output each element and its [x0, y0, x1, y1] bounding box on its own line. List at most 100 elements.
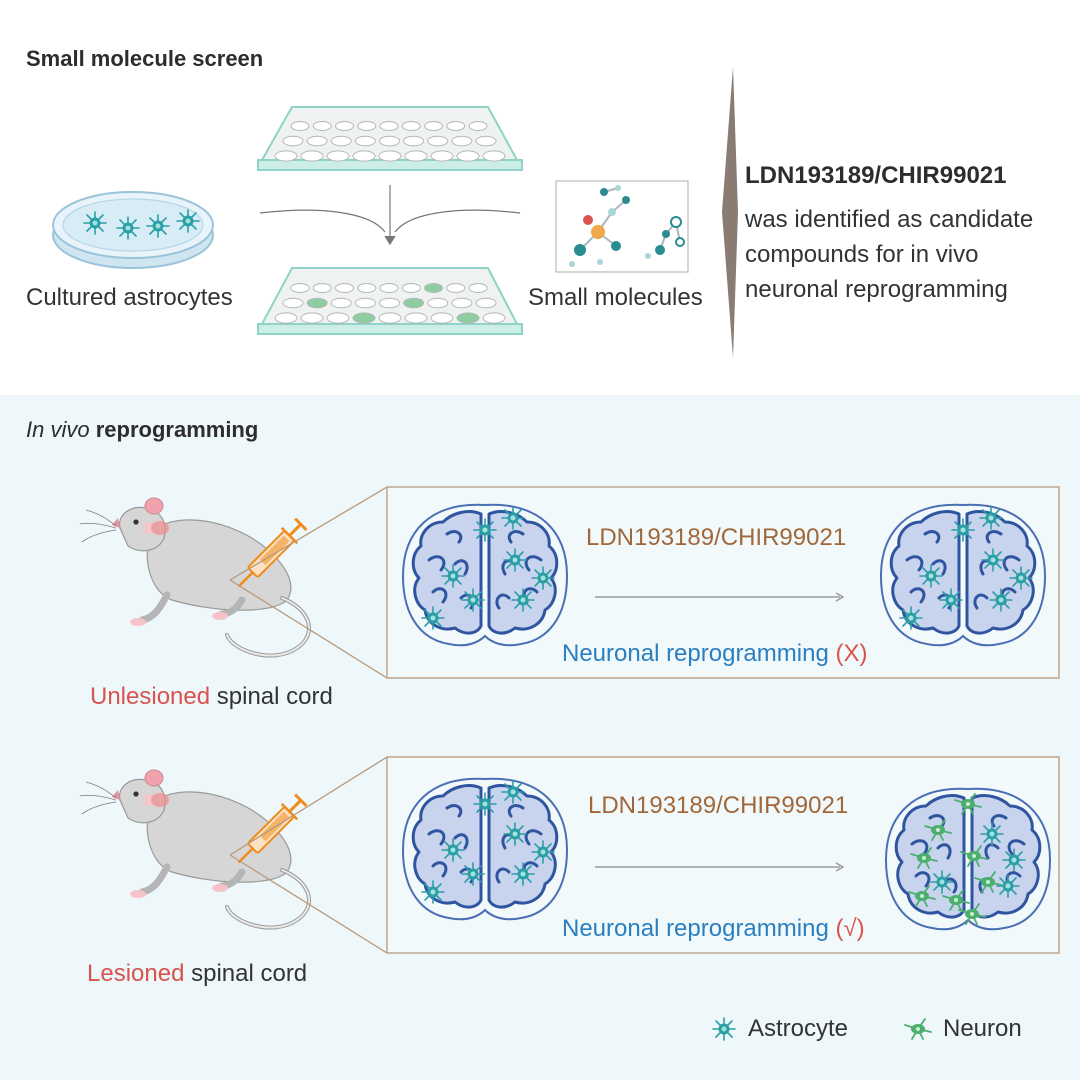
flow-arrows [259, 185, 521, 246]
zoom-lines [229, 756, 388, 954]
astrocytes-label: Cultured astrocytes [26, 284, 233, 311]
well [379, 297, 400, 309]
astrocyte-icon [989, 588, 1013, 612]
outcome-text: Neuronal reprogramming [562, 915, 829, 942]
well [274, 312, 298, 324]
well [378, 312, 402, 324]
well [456, 150, 480, 162]
astrocyte-icon [421, 880, 445, 904]
well [430, 312, 454, 324]
zoom-lines [229, 486, 388, 679]
astrocyte-icon [981, 548, 1005, 572]
outcome-text: Neuronal reprogramming [562, 640, 829, 667]
astrocyte-icon [441, 838, 465, 862]
bracket-divider [722, 67, 738, 358]
astrocyte-icon [461, 588, 485, 612]
well [468, 121, 488, 131]
petri-dish-icon [52, 191, 214, 269]
hit-well [306, 297, 328, 309]
astrocyte-icon [899, 606, 923, 630]
well [312, 121, 332, 131]
well [354, 297, 376, 309]
astrocyte-icon [501, 506, 525, 530]
well [468, 283, 488, 293]
well [379, 283, 399, 293]
section-title-screen: Small molecule screen [26, 46, 264, 71]
well-plate-hits-icon [257, 267, 523, 335]
astrocyte-icon [1002, 848, 1026, 872]
astrocyte-icon [919, 564, 943, 588]
astrocyte-icon [511, 862, 535, 886]
candidate-line: neuronal reprogramming [745, 276, 1008, 303]
hit-well [456, 312, 480, 324]
astrocyte-icon [473, 792, 497, 816]
astrocyte-icon [461, 862, 485, 886]
outcome-label: Neuronal reprogramming (X) [562, 640, 867, 668]
well [282, 135, 304, 147]
well [451, 135, 473, 147]
well [427, 297, 449, 309]
astrocyte-icon [1009, 566, 1033, 590]
well [446, 283, 466, 293]
candidate-compound: LDN193189/CHIR99021 [745, 162, 1007, 189]
mouse-unlesioned-icon [80, 498, 309, 656]
astrocyte-icon [980, 822, 1004, 846]
astrocyte-icon [146, 214, 170, 238]
mouse-lesioned-icon [80, 770, 309, 928]
well [300, 150, 324, 162]
well [290, 283, 310, 293]
well [274, 150, 298, 162]
astrocyte-icon [503, 822, 527, 846]
well [404, 150, 428, 162]
legend-astrocyte: Astrocyte [748, 1015, 849, 1042]
astrocyte-legend-icon [712, 1017, 736, 1041]
condition-label-lesioned: Lesioned spinal cord [87, 960, 307, 988]
well-plate-empty-icon [257, 106, 523, 171]
astrocyte-icon [501, 780, 525, 804]
well [335, 121, 354, 131]
astrocyte-icon [531, 566, 555, 590]
well [379, 135, 400, 147]
section-title-invivo: In vivo reprogramming [26, 417, 258, 443]
well [357, 121, 377, 131]
astrocyte-icon [116, 216, 140, 240]
well [300, 312, 324, 324]
well [330, 135, 352, 147]
candidate-description: was identified as candidate compounds fo… [745, 202, 1033, 307]
well [446, 121, 466, 131]
outcome-mark: (X) [835, 640, 868, 667]
well [401, 121, 421, 131]
hit-well [424, 283, 443, 293]
well [330, 297, 352, 309]
astrocyte-icon [421, 606, 445, 630]
candidate-line: compounds for in vivo [745, 241, 979, 268]
well [424, 121, 443, 131]
candidate-line: was identified as candidate [745, 206, 1034, 233]
astrocyte-icon [951, 518, 975, 542]
well [430, 150, 454, 162]
drug-label: LDN193189/CHIR99021 [586, 524, 847, 551]
astrocyte-icon [473, 518, 497, 542]
title-italic-part: In vivo [26, 417, 90, 442]
astrocyte-icon [176, 209, 200, 233]
astrocyte-icon [441, 564, 465, 588]
astrocyte-icon [531, 840, 555, 864]
condition-name: Lesioned [87, 960, 185, 987]
well [482, 312, 506, 324]
well [475, 297, 497, 309]
condition-label-unlesioned: Unlesioned spinal cord [90, 683, 333, 711]
well [357, 283, 377, 293]
title-rest-part: reprogramming [95, 417, 259, 442]
small-molecules-icon [555, 180, 689, 273]
astrocyte-icon [939, 588, 963, 612]
well [379, 121, 399, 131]
tissue-name: spinal cord [216, 683, 333, 710]
outcome-label: Neuronal reprogramming (√) [562, 915, 865, 943]
well [335, 283, 354, 293]
well [404, 312, 428, 324]
well [354, 135, 376, 147]
condition-name: Unlesioned [90, 683, 211, 710]
well [378, 150, 402, 162]
well [475, 135, 497, 147]
well [352, 150, 376, 162]
